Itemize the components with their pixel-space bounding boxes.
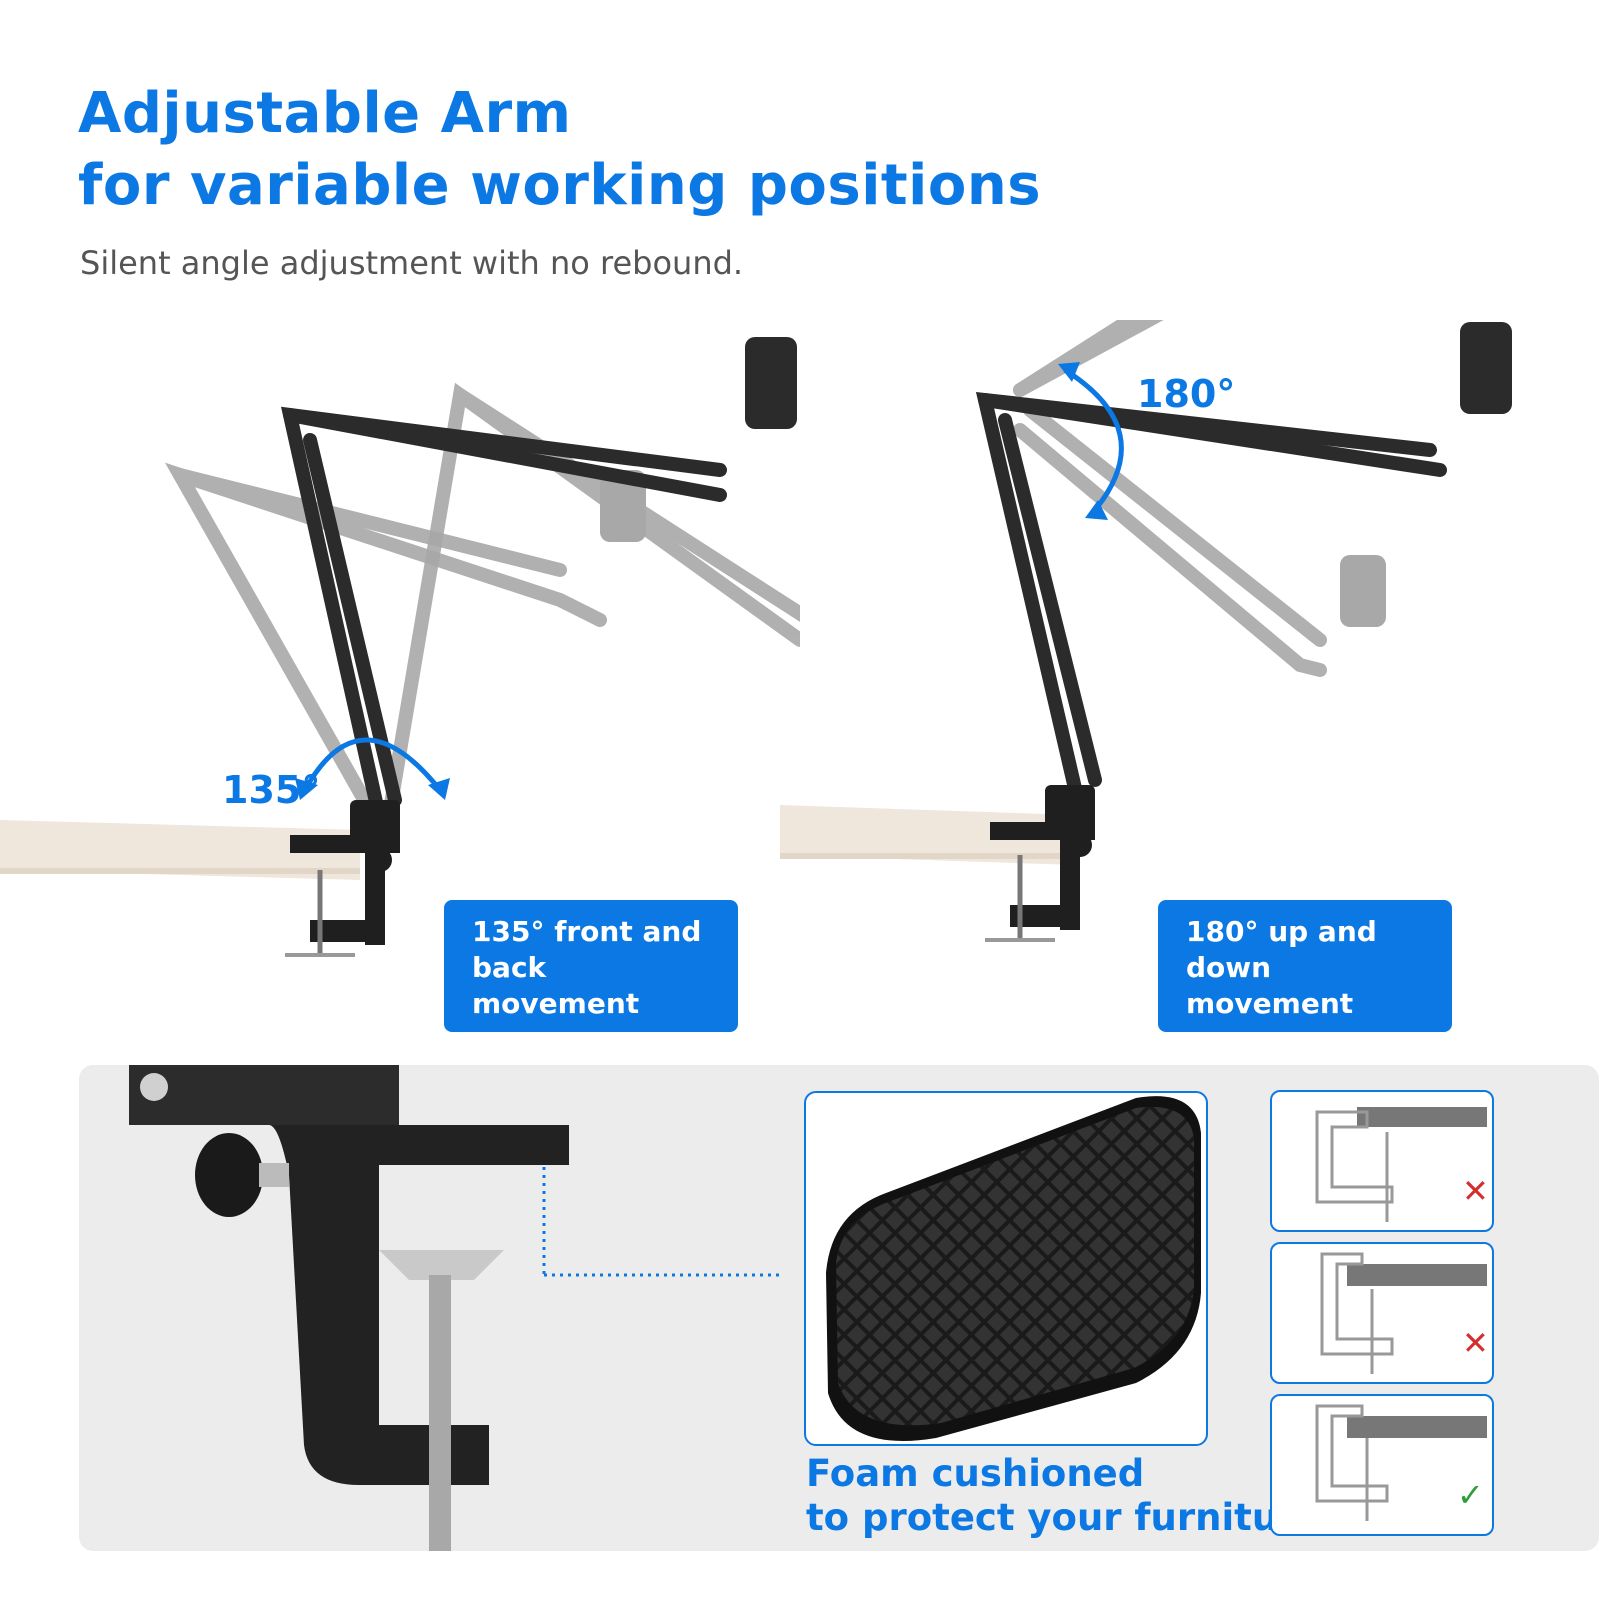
callout-up-down-line2: down movement [1186, 951, 1354, 1020]
mount-example-incorrect-1: ✕ [1270, 1090, 1494, 1232]
callout-front-back: 135° front and back movement [444, 900, 738, 1032]
desk-top-right [780, 805, 1075, 865]
callout-up-down-line1: 180° up and [1186, 915, 1377, 948]
tightening-knob [195, 1133, 263, 1217]
pivot-bolt-icon [140, 1073, 168, 1101]
clamp-screw-rod [429, 1275, 451, 1551]
desk-edge-left [0, 868, 360, 874]
c-clamp-body [269, 1125, 569, 1485]
cross-icon: ✕ [1462, 1324, 1489, 1362]
left-arm-illustration [0, 337, 800, 957]
ghost-mic-holders [600, 470, 646, 542]
desk-slab [1347, 1416, 1487, 1438]
right-arm-illustration [780, 320, 1512, 942]
cross-icon: ✕ [1462, 1172, 1489, 1210]
main-arm-right [975, 391, 1447, 817]
mount-example-incorrect-2: ✕ [1270, 1242, 1494, 1384]
page-title: Adjustable Arm for variable working posi… [78, 78, 1041, 222]
angle-arrow-arc-left [302, 737, 442, 792]
clamp-pad [379, 1250, 504, 1280]
foam-pad-illustration [826, 1096, 1201, 1441]
desk-top-left [0, 820, 360, 880]
foam-pad-frame [804, 1091, 1208, 1446]
main-arm-left [281, 406, 727, 827]
ghost-arm-up [1013, 320, 1164, 397]
clamp-closeup [129, 1065, 779, 1551]
arm-base-plate [129, 1065, 399, 1125]
arrow-head-icon [1058, 362, 1080, 382]
check-icon: ✓ [1457, 1476, 1484, 1514]
foam-caption-line2: to protect your furniture [806, 1496, 1322, 1539]
desk-edge-right [780, 853, 1075, 859]
desk-slab [1347, 1264, 1487, 1286]
ghost-arm-down [1013, 403, 1327, 677]
callout-up-down: 180° up and down movement [1158, 900, 1452, 1032]
subtitle: Silent angle adjustment with no rebound. [80, 244, 744, 282]
mic-holder-right [1460, 322, 1512, 414]
angle-label-right: 180° [1137, 372, 1236, 416]
foam-pad-texture [836, 1106, 1194, 1426]
title-line-1: Adjustable Arm [78, 81, 572, 146]
angle-label-left: 135° [222, 768, 321, 812]
clamp-outline [1315, 1404, 1389, 1503]
arrow-head-icon [295, 778, 318, 800]
title-line-2: for variable working positions [78, 153, 1042, 218]
callout-front-back-line1: 135° front and [472, 915, 702, 948]
clamp-outline [1320, 1252, 1394, 1356]
knob-screw [259, 1163, 289, 1187]
mount-example-correct: ✓ [1270, 1394, 1494, 1536]
callout-front-back-line2: back movement [472, 951, 640, 1020]
foam-caption: Foam cushioned to protect your furniture [806, 1452, 1322, 1540]
angle-arrow-arc-right [1063, 367, 1124, 512]
desk-clamp-right [990, 785, 1095, 930]
mic-holder-left [745, 337, 797, 429]
ghost-arm-back [164, 462, 607, 817]
desk-slab [1357, 1107, 1487, 1127]
arrow-head-icon [1085, 500, 1108, 520]
clamp-outline [1315, 1110, 1394, 1204]
foam-caption-line1: Foam cushioned [806, 1452, 1145, 1495]
arrow-head-icon [428, 778, 450, 800]
ghost-mic-holders-right [1340, 555, 1386, 627]
desk-clamp-left [290, 800, 400, 945]
